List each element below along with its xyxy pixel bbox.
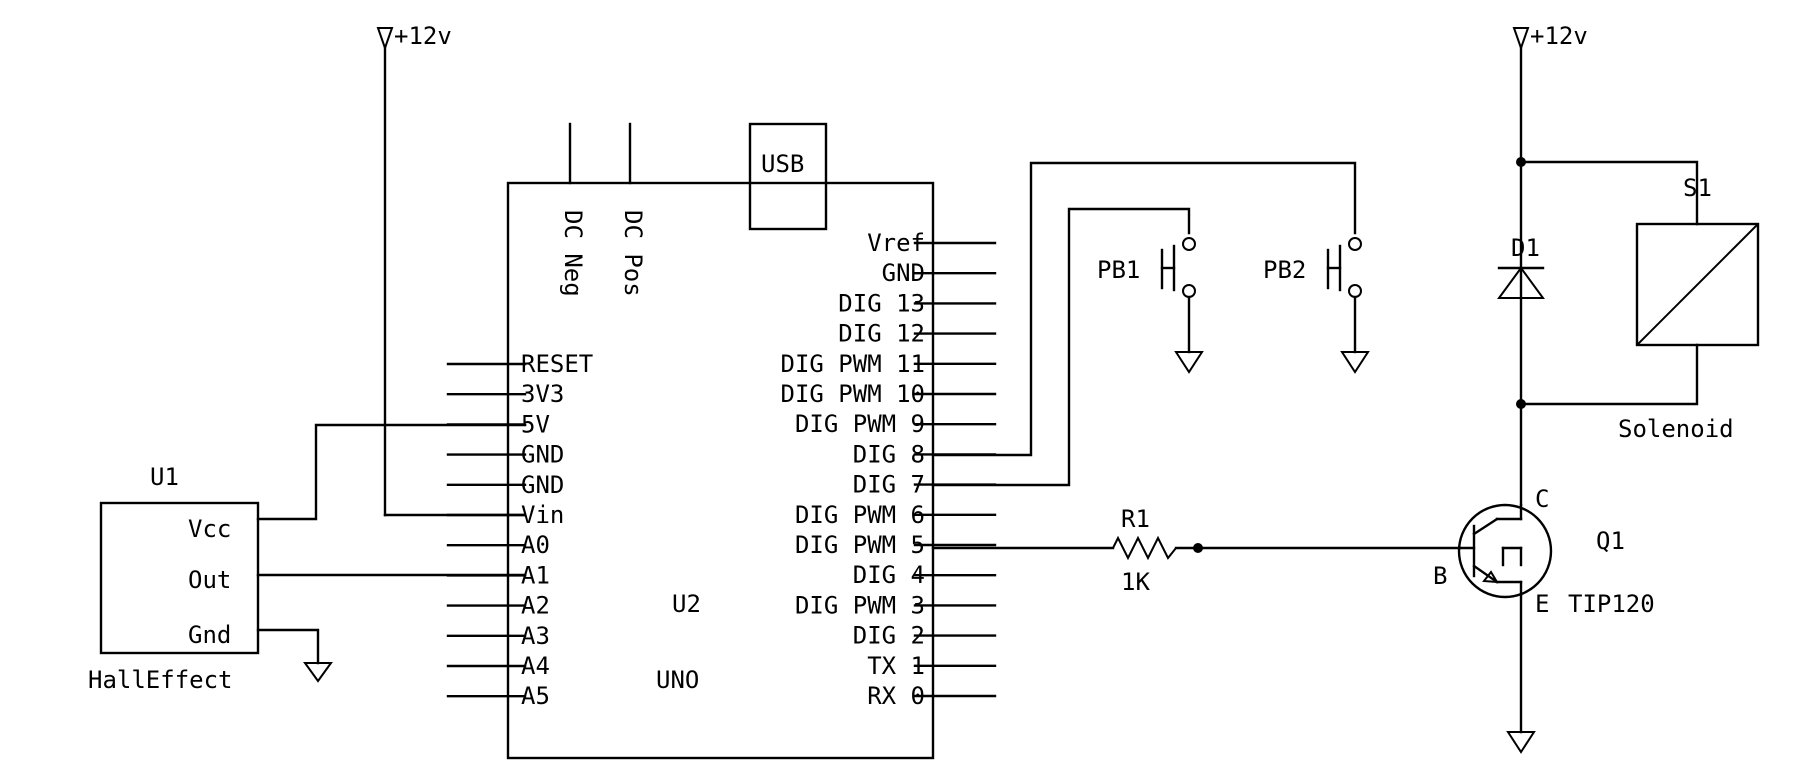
right-pin-label: GND (882, 259, 925, 287)
supply-left-label: +12v (394, 22, 452, 50)
right-pin-label: DIG PWM 5 (795, 531, 925, 559)
right-pin-label: DIG PWM 3 (795, 591, 925, 619)
left-pin-label: A0 (521, 531, 550, 559)
right-pin-label: DIG 13 (838, 289, 925, 317)
resistor-icon (1112, 535, 1177, 561)
resistor-value: 1K (1121, 568, 1150, 596)
left-pin-label: RESET (521, 350, 593, 378)
switch-contact-icon (1348, 284, 1362, 298)
switch-contact-icon (1182, 284, 1196, 298)
switch-contact-icon (1182, 237, 1196, 251)
right-pin-label: DIG PWM 10 (781, 380, 926, 408)
ground-icon (1340, 351, 1370, 374)
right-pin-label: TX 1 (867, 652, 925, 680)
pb1-label: PB1 (1097, 256, 1140, 284)
left-pin-label: Vin (521, 501, 564, 529)
right-pin-label: Vref (867, 229, 925, 257)
left-pin-label: 3V3 (521, 380, 564, 408)
right-pin-label: RX 0 (867, 682, 925, 710)
right-pin-label: DIG 8 (853, 440, 925, 468)
right-pin-label: DIG 12 (838, 320, 925, 348)
diode-icon (1497, 266, 1545, 299)
dc-pos-label: DC Pos (619, 210, 647, 297)
left-pin-label: A3 (521, 622, 550, 650)
arduino-body (506, 181, 935, 760)
pushbutton-pb2: PB2 (931, 161, 1370, 457)
ground-icon (303, 662, 333, 683)
driver-circuit: +12v D1 S1 Solenoid C B E TIP120 (1433, 22, 1760, 754)
transistor-ref: Q1 (1596, 527, 1625, 555)
right-pin-label: DIG 4 (853, 561, 925, 589)
transistor-base-label: B (1433, 562, 1447, 590)
transistor-emitter-label: E (1535, 590, 1549, 618)
supply-right-label: +12v (1530, 22, 1588, 50)
arduino-board: USB DC Neg DC Pos U2 UNO RESET3V35VGNDGN… (446, 122, 997, 760)
ground-icon (1174, 351, 1204, 374)
switch-contact-icon (1348, 237, 1362, 251)
supply-left: +12v (376, 22, 527, 517)
diode-ref: D1 (1511, 234, 1540, 262)
resistor-ref: R1 (1121, 505, 1150, 533)
solenoid-icon (1635, 222, 1760, 347)
wire-hall-gnd (256, 628, 320, 665)
supply-arrow-icon (1512, 27, 1530, 52)
supply-arrow-icon (376, 27, 394, 52)
left-pin-label: GND (521, 441, 564, 469)
hall-pin-vcc: Vcc (188, 515, 231, 543)
hall-sensor: U1 HallEffect Vcc Out Gnd (88, 423, 527, 694)
transistor-icon (1457, 503, 1553, 599)
pb2-label: PB2 (1263, 256, 1306, 284)
wire-vcc-5v (256, 423, 527, 521)
transistor-part: TIP120 (1568, 590, 1655, 618)
wire-solenoid-bottom (1519, 343, 1699, 406)
arduino-ref: U2 (672, 590, 701, 618)
solenoid-ref: S1 (1683, 174, 1712, 202)
dc-neg-label: DC Neg (559, 210, 587, 297)
left-pin-label: A4 (521, 652, 550, 680)
emitter-arrow-icon (1482, 570, 1499, 584)
right-pin-label: DIG 7 (853, 471, 925, 499)
wire-dig8-pb2 (931, 161, 1357, 457)
ground-icon (1506, 731, 1536, 754)
wire-dig7-pb1 (931, 207, 1191, 487)
hall-pin-gnd: Gnd (188, 621, 231, 649)
junction-dot (1193, 543, 1203, 553)
arduino-model: UNO (656, 666, 699, 694)
right-pin-label: DIG 2 (853, 622, 925, 650)
resistor-r1: R1 1K (931, 505, 1462, 596)
right-pin-label: DIG PWM 11 (781, 350, 926, 378)
usb-label: USB (761, 150, 804, 178)
left-pin-label: A2 (521, 592, 550, 620)
usb-connector (748, 122, 828, 231)
wire-solenoid-top (1519, 160, 1699, 226)
solenoid-name: Solenoid (1618, 415, 1734, 443)
hall-sensor-ref: U1 (150, 463, 179, 491)
transistor-collector-label: C (1535, 485, 1549, 513)
hall-pin-out: Out (188, 566, 231, 594)
left-pin-label: GND (521, 471, 564, 499)
hall-sensor-name: HallEffect (88, 666, 233, 694)
left-pin-label: A5 (521, 682, 550, 710)
pushbutton-pb1: PB1 (931, 207, 1204, 487)
right-pin-label: DIG PWM 9 (795, 410, 925, 438)
right-pin-label: DIG PWM 6 (795, 501, 925, 529)
hall-sensor-body (99, 501, 260, 655)
